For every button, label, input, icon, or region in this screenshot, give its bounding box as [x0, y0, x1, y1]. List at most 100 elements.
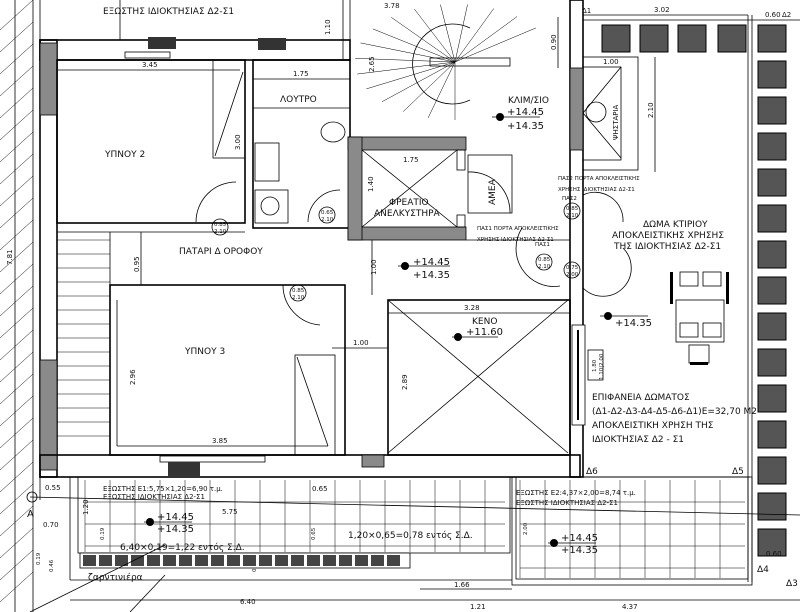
stair-tread: [454, 16, 518, 63]
dim-2-89: 2.89: [401, 374, 409, 390]
planter: [757, 24, 787, 53]
hatch-line: [0, 395, 34, 427]
planter: [757, 384, 787, 413]
room-bedroom-2: [56, 59, 246, 224]
stair-tread: [360, 42, 456, 63]
hatch-line: [0, 461, 34, 493]
planter-tile: [163, 555, 176, 566]
dim-1-40: 1.40: [367, 176, 375, 192]
dim-1-75-shaft: 1.75: [403, 156, 419, 164]
dim-1-65: 0.65: [311, 527, 317, 540]
inside-area-1: 6,40×0,19=1,22 εντός Σ.Δ.: [120, 542, 245, 553]
door-tag: 0.85 2.10: [211, 218, 229, 236]
hatch-line: [0, 483, 34, 515]
svg-text:0.65: 0.65: [321, 210, 334, 216]
planter-tile: [307, 555, 320, 566]
bbq-label: ΨΗΣΤΑΡΙΑ: [612, 104, 620, 140]
roof-label-3: ΤΗΣ ΙΔΙΟΚΤΗΣΙΑΣ Δ2-Σ1: [613, 242, 721, 252]
room-label-bathroom: ΛΟΥΤΡΟ: [280, 95, 317, 105]
planter: [757, 240, 787, 269]
svg-text:2.10: 2.10: [538, 264, 551, 270]
dining-table: [670, 271, 729, 365]
planter-tile: [339, 555, 352, 566]
stair-path: [412, 23, 471, 105]
stair-tread: [391, 17, 456, 63]
top-balcony-label: ΕΞΩΣΤΗΣ ΙΔΙΟΚΤΗΣΙΑΣ Δ2-Σ1: [103, 7, 234, 17]
point-d2: Δ2: [782, 11, 791, 19]
stair-tread: [403, 61, 456, 112]
dim-3-00: 3.00: [234, 134, 242, 150]
balcony-tiles: [84, 480, 505, 552]
door2-note-2: ΧΡΗΣΗΣ ΙΔΙΟΚΤΗΣΙΑΣ Δ2-Σ1: [558, 187, 635, 193]
elevator-label-1: ΦΡΕΑΤΙΟ: [389, 198, 429, 208]
dim-5-75: 5.75: [222, 508, 238, 516]
balcony2-label-2: ΕΞΩΣΤΗΣ ΙΔΙΟΚΤΗΣΙΑΣ Δ2-Σ1: [516, 499, 618, 507]
dim-6-40: 6.40: [240, 598, 256, 606]
dim-2-96: 2.96: [129, 369, 137, 385]
stair-tread: [372, 28, 456, 63]
level-marker: +14.45 +14.35: [398, 257, 450, 281]
hatch-line: [0, 197, 34, 229]
level-marker: +14.45 +14.35: [144, 512, 194, 535]
door1-note-1: ΠΑΣ1 ΠΟΡΤΑ ΑΠΟΚΛΕΙΣΤΙΚΗΣ: [477, 226, 559, 232]
planter-tile: [99, 555, 112, 566]
planter-tile: [115, 555, 128, 566]
door-tag: 0.65 2.10: [318, 206, 336, 224]
planter-tile: [211, 555, 224, 566]
stair-tread: [357, 61, 456, 75]
point-d3: Δ3: [786, 579, 798, 589]
dim-0-19: 0.19: [100, 527, 106, 540]
planter: [757, 96, 787, 125]
point-d5: Δ5: [732, 467, 744, 477]
stair-tread: [366, 61, 456, 90]
dim-0-65: 0.65: [312, 485, 328, 493]
hatch-line: [0, 571, 34, 603]
point-d4: Δ4: [757, 565, 769, 575]
hatch-line: [0, 527, 34, 559]
planter-tile: [323, 555, 336, 566]
roof-label-2: ΑΠΟΚΛΕΙΣΤΙΚΗΣ ΧΡΗΣΗΣ: [612, 231, 724, 241]
stair-tread: [440, 4, 456, 63]
svg-text:2.10: 2.10: [292, 295, 305, 301]
closet: [294, 354, 336, 456]
void: [387, 299, 571, 456]
planter: [677, 24, 707, 53]
hatch-line: [0, 351, 34, 383]
svg-text:0.85: 0.85: [214, 222, 227, 228]
planter-tile: [387, 555, 400, 566]
dim-7-81: 7.81: [6, 249, 14, 265]
surface-note-1: ΕΠΙΦΑΝΕΙΑ ΔΩΜΑΤΟΣ: [592, 393, 690, 403]
svg-text:0.75: 0.75: [566, 265, 579, 271]
room-label-bedroom-2: ΥΠΝΟΥ 2: [104, 150, 145, 160]
dim-1-10: 1.10: [324, 19, 332, 35]
planter-tile: [179, 555, 192, 566]
level-marker: +14.45 +14.35: [548, 533, 598, 556]
dim-0-90: 0.90: [550, 34, 558, 50]
surface-note-3: ΑΠΟΚΛΕΙΣΤΙΚΗ ΧΡΗΣΗ ΤΗΣ: [592, 421, 714, 431]
dim-1-00: 1.00: [353, 339, 369, 347]
dim-1-75: 1.75: [293, 70, 309, 78]
planter-tile: [243, 555, 256, 566]
stair-tread: [414, 8, 456, 63]
hatch-line: [0, 175, 34, 207]
dim-3-85: 3.85: [212, 437, 228, 445]
walls: [39, 0, 584, 478]
window: [159, 455, 266, 463]
dim-3-78: 3.78: [384, 2, 400, 10]
svg-text:0.85: 0.85: [566, 206, 579, 212]
planters: [601, 24, 787, 557]
hatch-line: [0, 65, 34, 97]
hatch-line: [0, 0, 34, 31]
room-label-bedroom-3: ΥΠΝΟΥ 3: [184, 347, 225, 357]
svg-text:0.85: 0.85: [292, 288, 305, 294]
svg-text:+14.45: +14.45: [561, 533, 598, 544]
planter-tile: [83, 555, 96, 566]
dim-0-60-top: 0.60: [765, 11, 781, 19]
dim-3-28: 3.28: [464, 304, 480, 312]
window-tag: [168, 462, 200, 476]
spiral-staircase: [355, 4, 536, 120]
hatch-line: [0, 109, 34, 141]
planter: [757, 420, 787, 449]
dim-0-19-left: 0.19: [36, 552, 42, 565]
dim-0-46: 0.46: [49, 559, 55, 572]
